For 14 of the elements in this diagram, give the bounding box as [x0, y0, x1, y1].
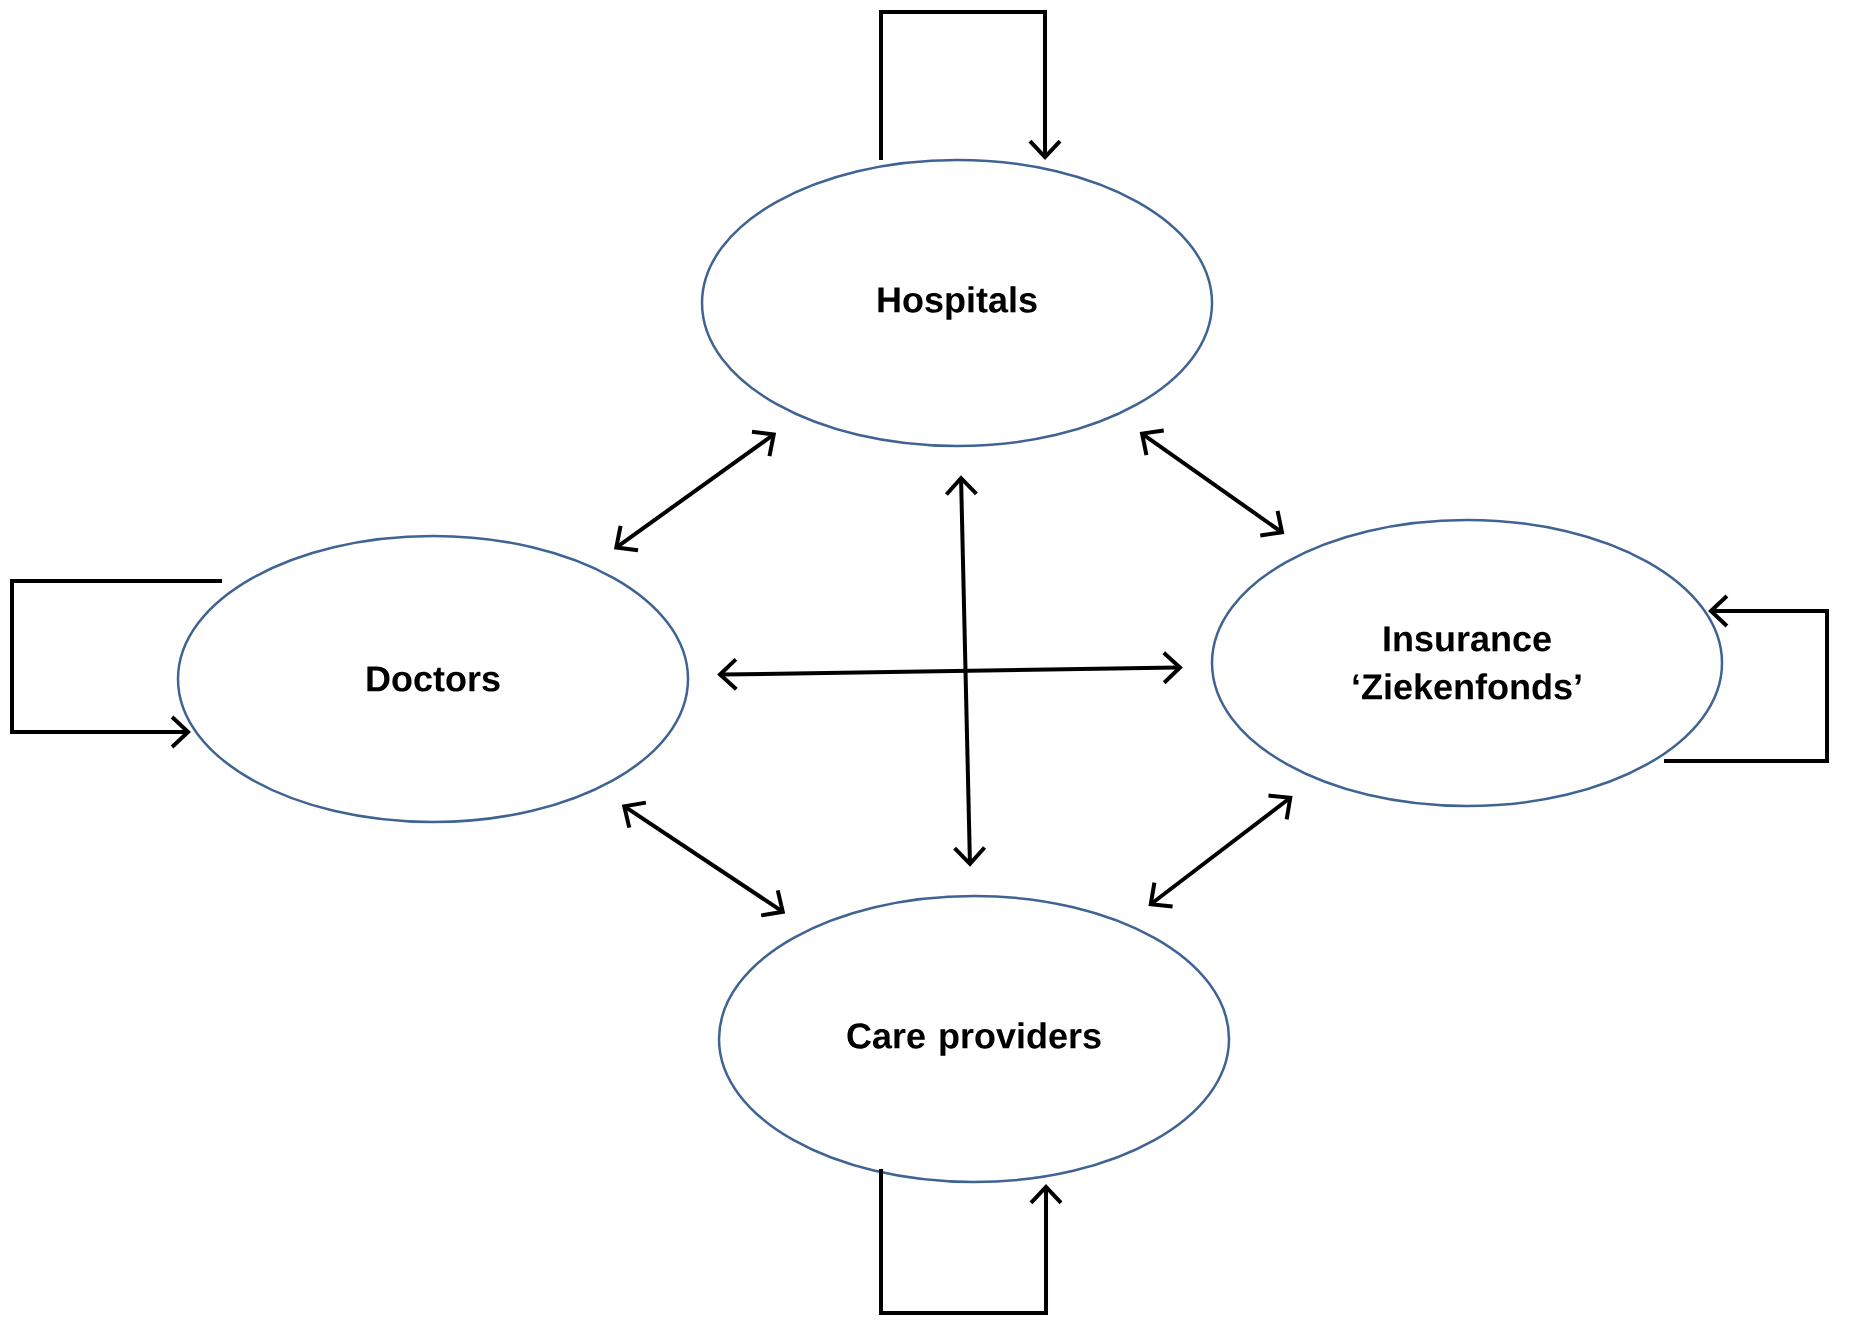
ellipse-node: Hospitals [700, 158, 1214, 448]
loop-arrow [879, 1169, 1063, 1315]
double-arrow [1139, 428, 1285, 538]
loop-arrow [879, 10, 1062, 160]
loop-arrow [10, 579, 222, 749]
ellipse-node: Insurance ‘Ziekenfonds’ [1210, 518, 1724, 808]
double-arrow [944, 475, 987, 867]
double-arrow [621, 800, 786, 918]
double-arrow [1148, 793, 1293, 909]
double-arrow [613, 429, 777, 553]
ellipse-node: Care providers [717, 894, 1231, 1184]
ellipse-node: Doctors [176, 534, 690, 824]
double-arrow [717, 651, 1183, 691]
loop-arrow [1664, 594, 1830, 763]
